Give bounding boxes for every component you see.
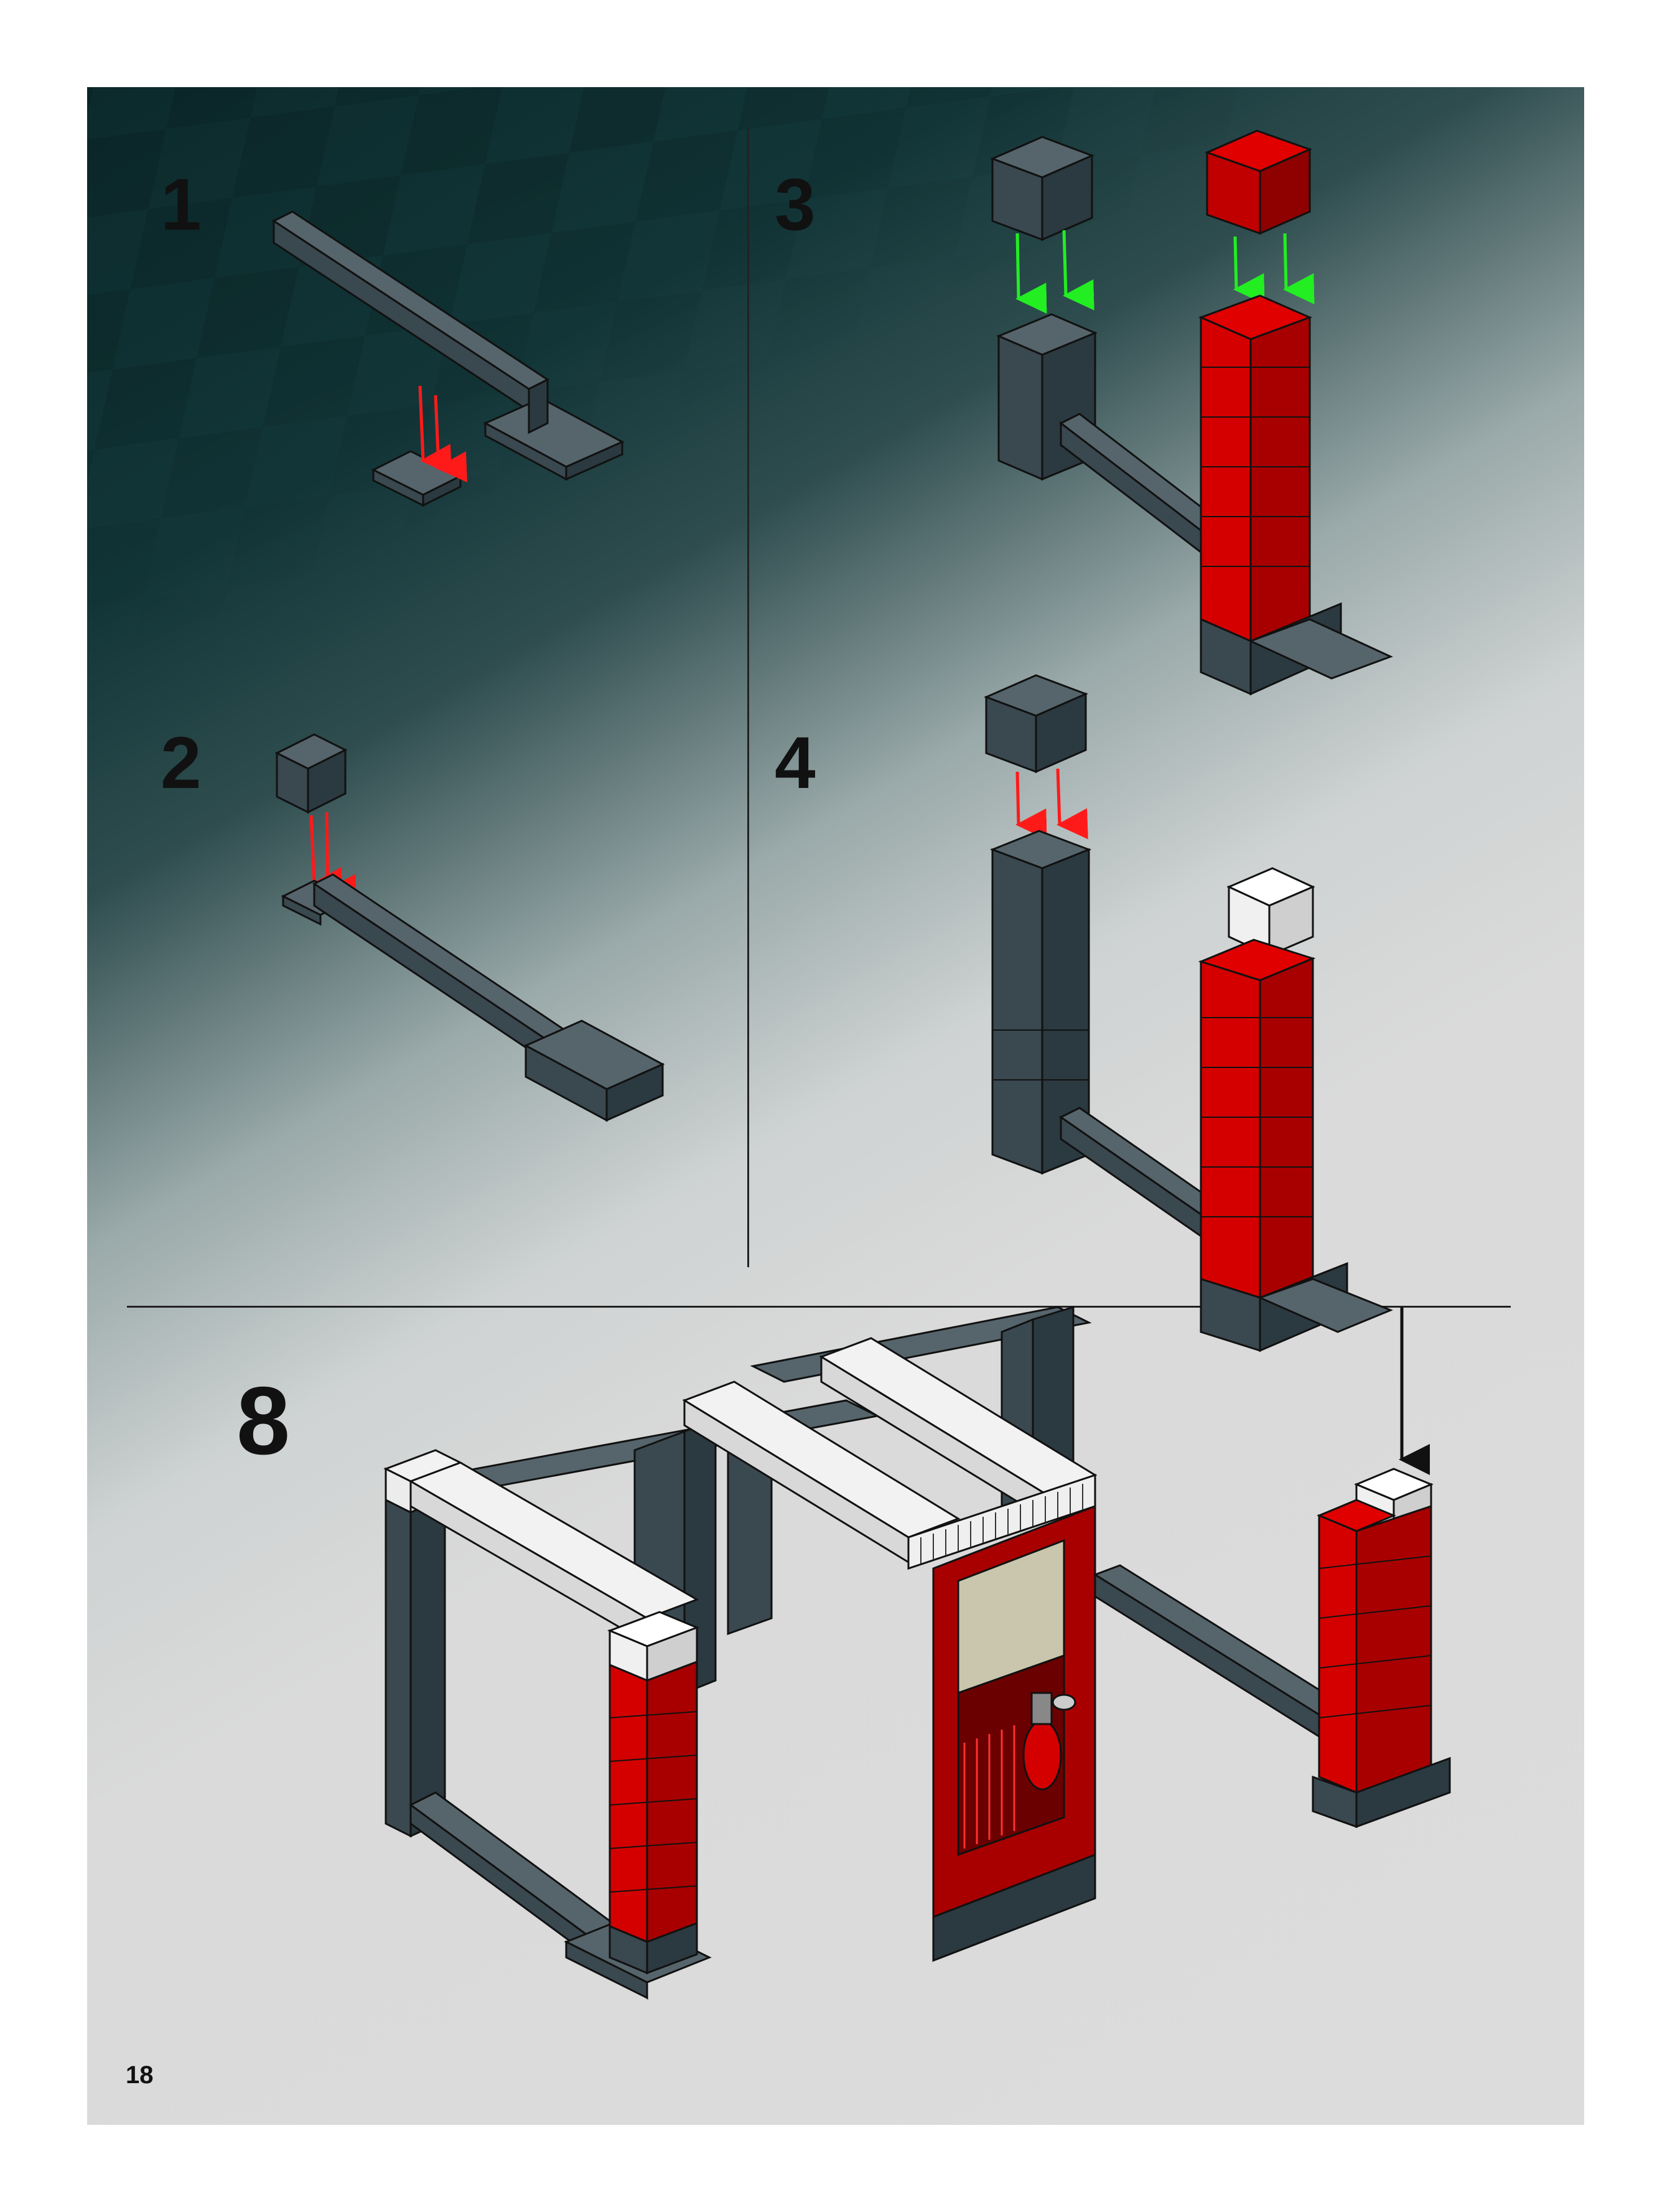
instruction-page: 1 2 3 4 8 18 (87, 87, 1584, 2125)
step-number-4: 4 (775, 726, 816, 800)
step-2-illustration (277, 734, 775, 1232)
page-number: 18 (126, 2061, 154, 2089)
step-number-2: 2 (161, 726, 202, 800)
step-8-illustration (336, 1307, 1518, 2029)
step-number-8: 8 (236, 1372, 290, 1469)
step-1-illustration (274, 212, 772, 622)
step-number-3: 3 (775, 168, 816, 241)
step-4-illustration (986, 669, 1546, 1366)
step-3-illustration (992, 131, 1552, 728)
step-number-1: 1 (161, 168, 202, 241)
